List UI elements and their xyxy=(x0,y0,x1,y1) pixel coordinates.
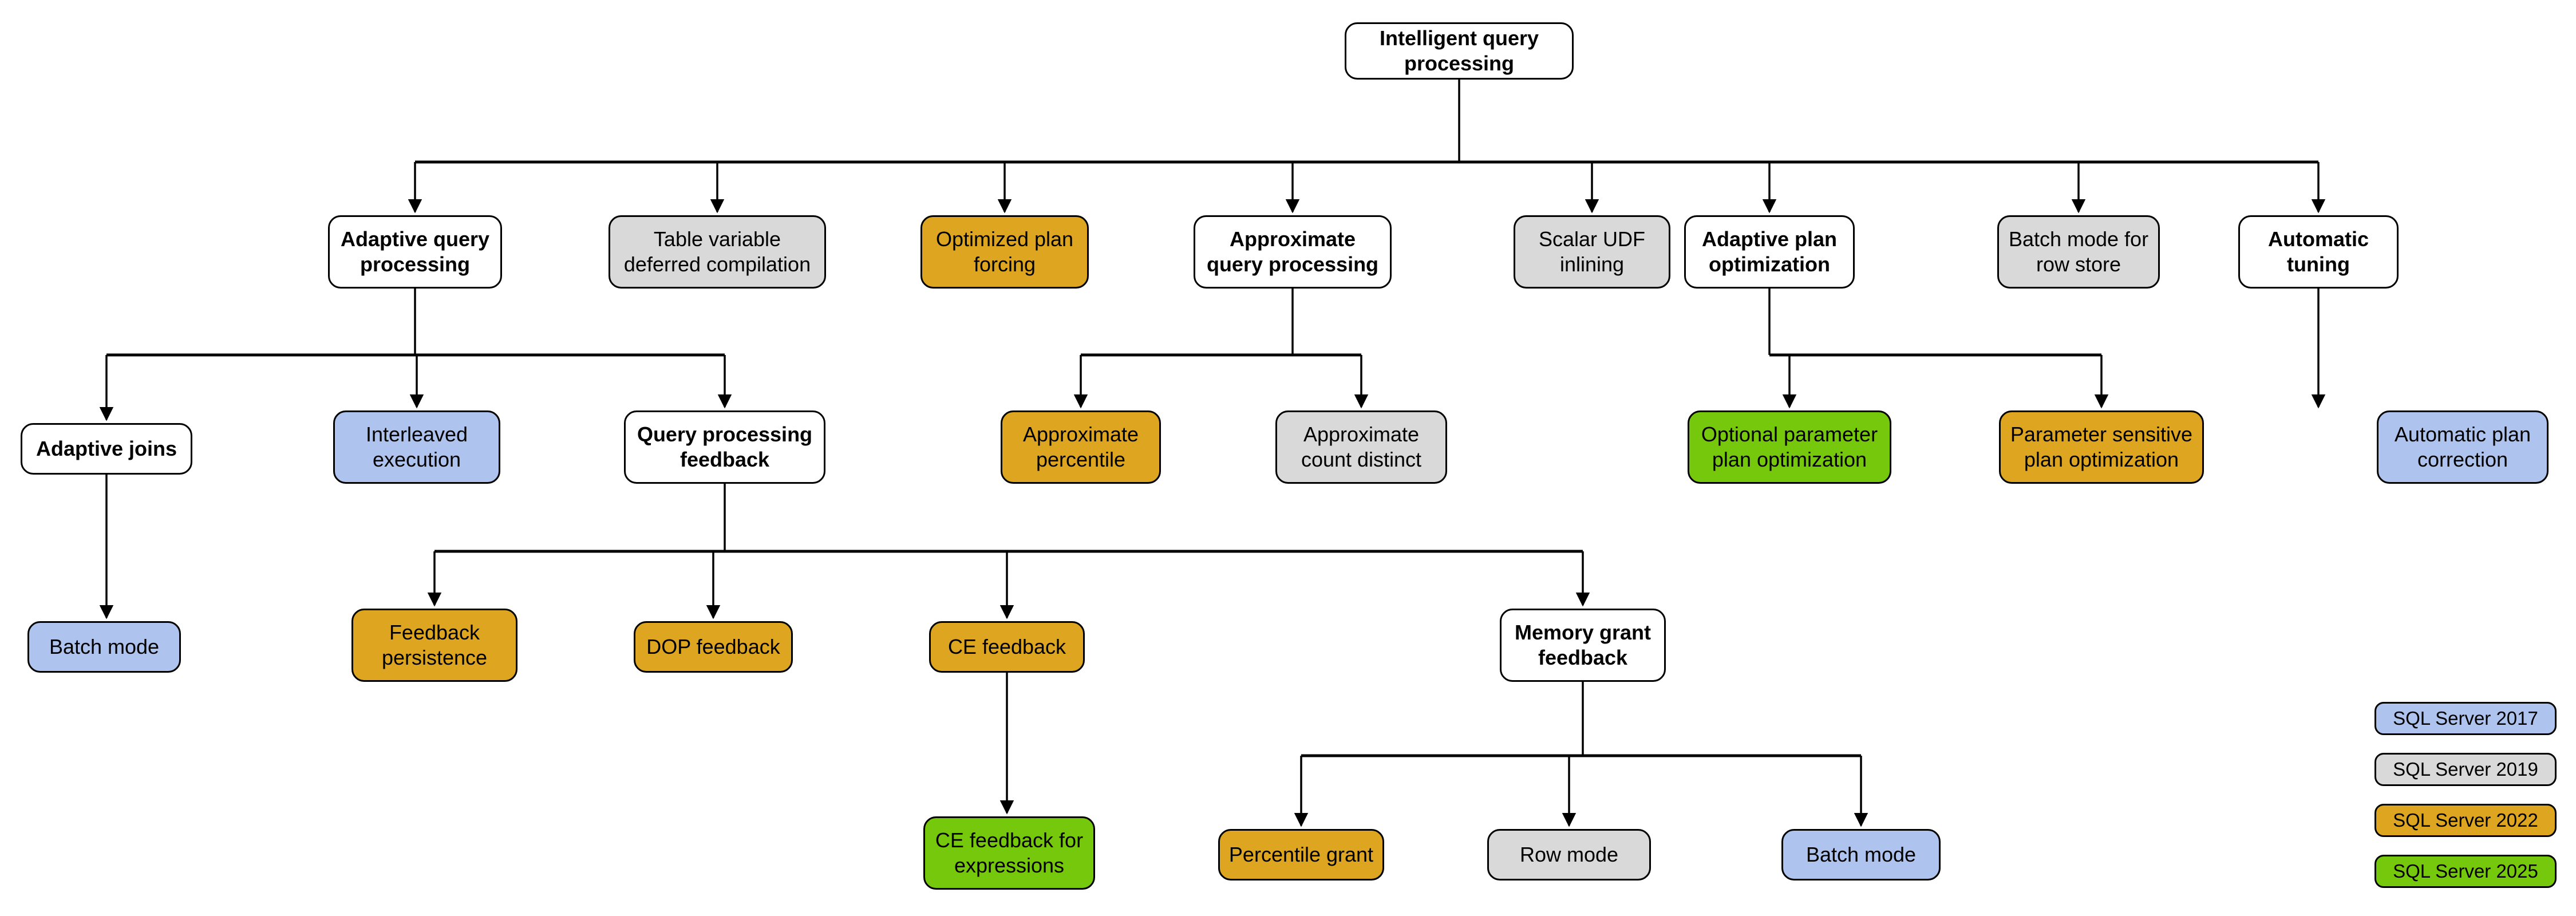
node-optional-parameter-plan-optimization[interactable]: Optional parameter plan optimization xyxy=(1688,410,1891,484)
node-label: Adaptive joins xyxy=(35,437,177,461)
node-adaptive-joins[interactable]: Adaptive joins xyxy=(21,423,192,475)
node-ce-feedback-for-expressions[interactable]: CE feedback for expressions xyxy=(923,816,1095,890)
node-batch-mode-adaptive-joins[interactable]: Batch mode xyxy=(27,621,181,673)
node-automatic-plan-correction[interactable]: Automatic plan correction xyxy=(2377,410,2549,484)
node-label: Batch mode xyxy=(1805,843,1917,867)
node-label: Optimized plan forcing xyxy=(935,227,1074,276)
node-approximate-percentile[interactable]: Approximate percentile xyxy=(1001,410,1161,484)
node-optimized-plan-forcing[interactable]: Optimized plan forcing xyxy=(920,215,1089,289)
legend-item-label: SQL Server 2022 xyxy=(2393,810,2538,831)
node-label: Batch mode xyxy=(49,635,160,659)
node-query-processing-feedback[interactable]: Query processing feedback xyxy=(624,410,825,484)
node-interleaved-execution[interactable]: Interleaved execution xyxy=(333,410,500,484)
node-label: Adaptive query processing xyxy=(340,227,490,276)
node-label: Row mode xyxy=(1519,843,1619,867)
legend-item-2: SQL Server 2022 xyxy=(2374,804,2557,837)
node-label: Approximate count distinct xyxy=(1301,423,1422,471)
node-ce-feedback[interactable]: CE feedback xyxy=(929,621,1085,673)
node-label: Table variable deferred compilation xyxy=(623,227,811,276)
node-approximate-query-processing[interactable]: Approximate query processing xyxy=(1194,215,1392,289)
node-adaptive-plan-optimization[interactable]: Adaptive plan optimization xyxy=(1684,215,1855,289)
node-intelligent-query-processing[interactable]: Intelligent query processing xyxy=(1345,22,1574,80)
node-adaptive-query-processing[interactable]: Adaptive query processing xyxy=(328,215,502,289)
node-label: Automatic plan correction xyxy=(2394,423,2531,471)
node-label: CE feedback xyxy=(947,635,1066,659)
node-label: Memory grant feedback xyxy=(1514,621,1652,669)
node-label: Percentile grant xyxy=(1228,843,1374,867)
node-label: Scalar UDF inlining xyxy=(1538,227,1646,276)
node-batch-mode-memory-grant[interactable]: Batch mode xyxy=(1781,829,1941,881)
node-label: Query processing feedback xyxy=(637,423,813,471)
node-memory-grant-feedback[interactable]: Memory grant feedback xyxy=(1500,609,1666,682)
node-label: DOP feedback xyxy=(646,635,780,659)
node-label: Adaptive plan optimization xyxy=(1701,227,1838,276)
node-row-mode[interactable]: Row mode xyxy=(1487,829,1651,881)
node-label: Feedback persistence xyxy=(381,621,488,669)
node-table-variable-deferred-compilation[interactable]: Table variable deferred compilation xyxy=(609,215,826,289)
node-approximate-count-distinct[interactable]: Approximate count distinct xyxy=(1275,410,1447,484)
legend-item-label: SQL Server 2017 xyxy=(2393,708,2538,729)
node-label: Approximate query processing xyxy=(1206,227,1379,276)
legend-item-label: SQL Server 2019 xyxy=(2393,759,2538,780)
node-dop-feedback[interactable]: DOP feedback xyxy=(634,621,793,673)
node-scalar-udf-inlining[interactable]: Scalar UDF inlining xyxy=(1514,215,1670,289)
legend-item-3: SQL Server 2025 xyxy=(2374,855,2557,888)
node-batch-mode-for-row-store[interactable]: Batch mode for row store xyxy=(1997,215,2160,289)
legend-item-0: SQL Server 2017 xyxy=(2374,702,2557,735)
node-feedback-persistence[interactable]: Feedback persistence xyxy=(351,609,517,682)
node-label: Approximate percentile xyxy=(1022,423,1139,471)
node-label: CE feedback for expressions xyxy=(935,828,1084,877)
node-percentile-grant[interactable]: Percentile grant xyxy=(1218,829,1384,881)
node-automatic-tuning[interactable]: Automatic tuning xyxy=(2238,215,2399,289)
node-parameter-sensitive-plan-optimization[interactable]: Parameter sensitive plan optimization xyxy=(1999,410,2204,484)
node-label: Parameter sensitive plan optimization xyxy=(2010,423,2193,471)
node-label: Intelligent query processing xyxy=(1379,26,1539,75)
legend-item-label: SQL Server 2025 xyxy=(2393,860,2538,882)
legend-item-1: SQL Server 2019 xyxy=(2374,753,2557,786)
node-label: Optional parameter plan optimization xyxy=(1701,423,1878,471)
node-label: Automatic tuning xyxy=(2267,227,2369,276)
node-label: Interleaved execution xyxy=(365,423,468,471)
node-label: Batch mode for row store xyxy=(2008,227,2149,276)
